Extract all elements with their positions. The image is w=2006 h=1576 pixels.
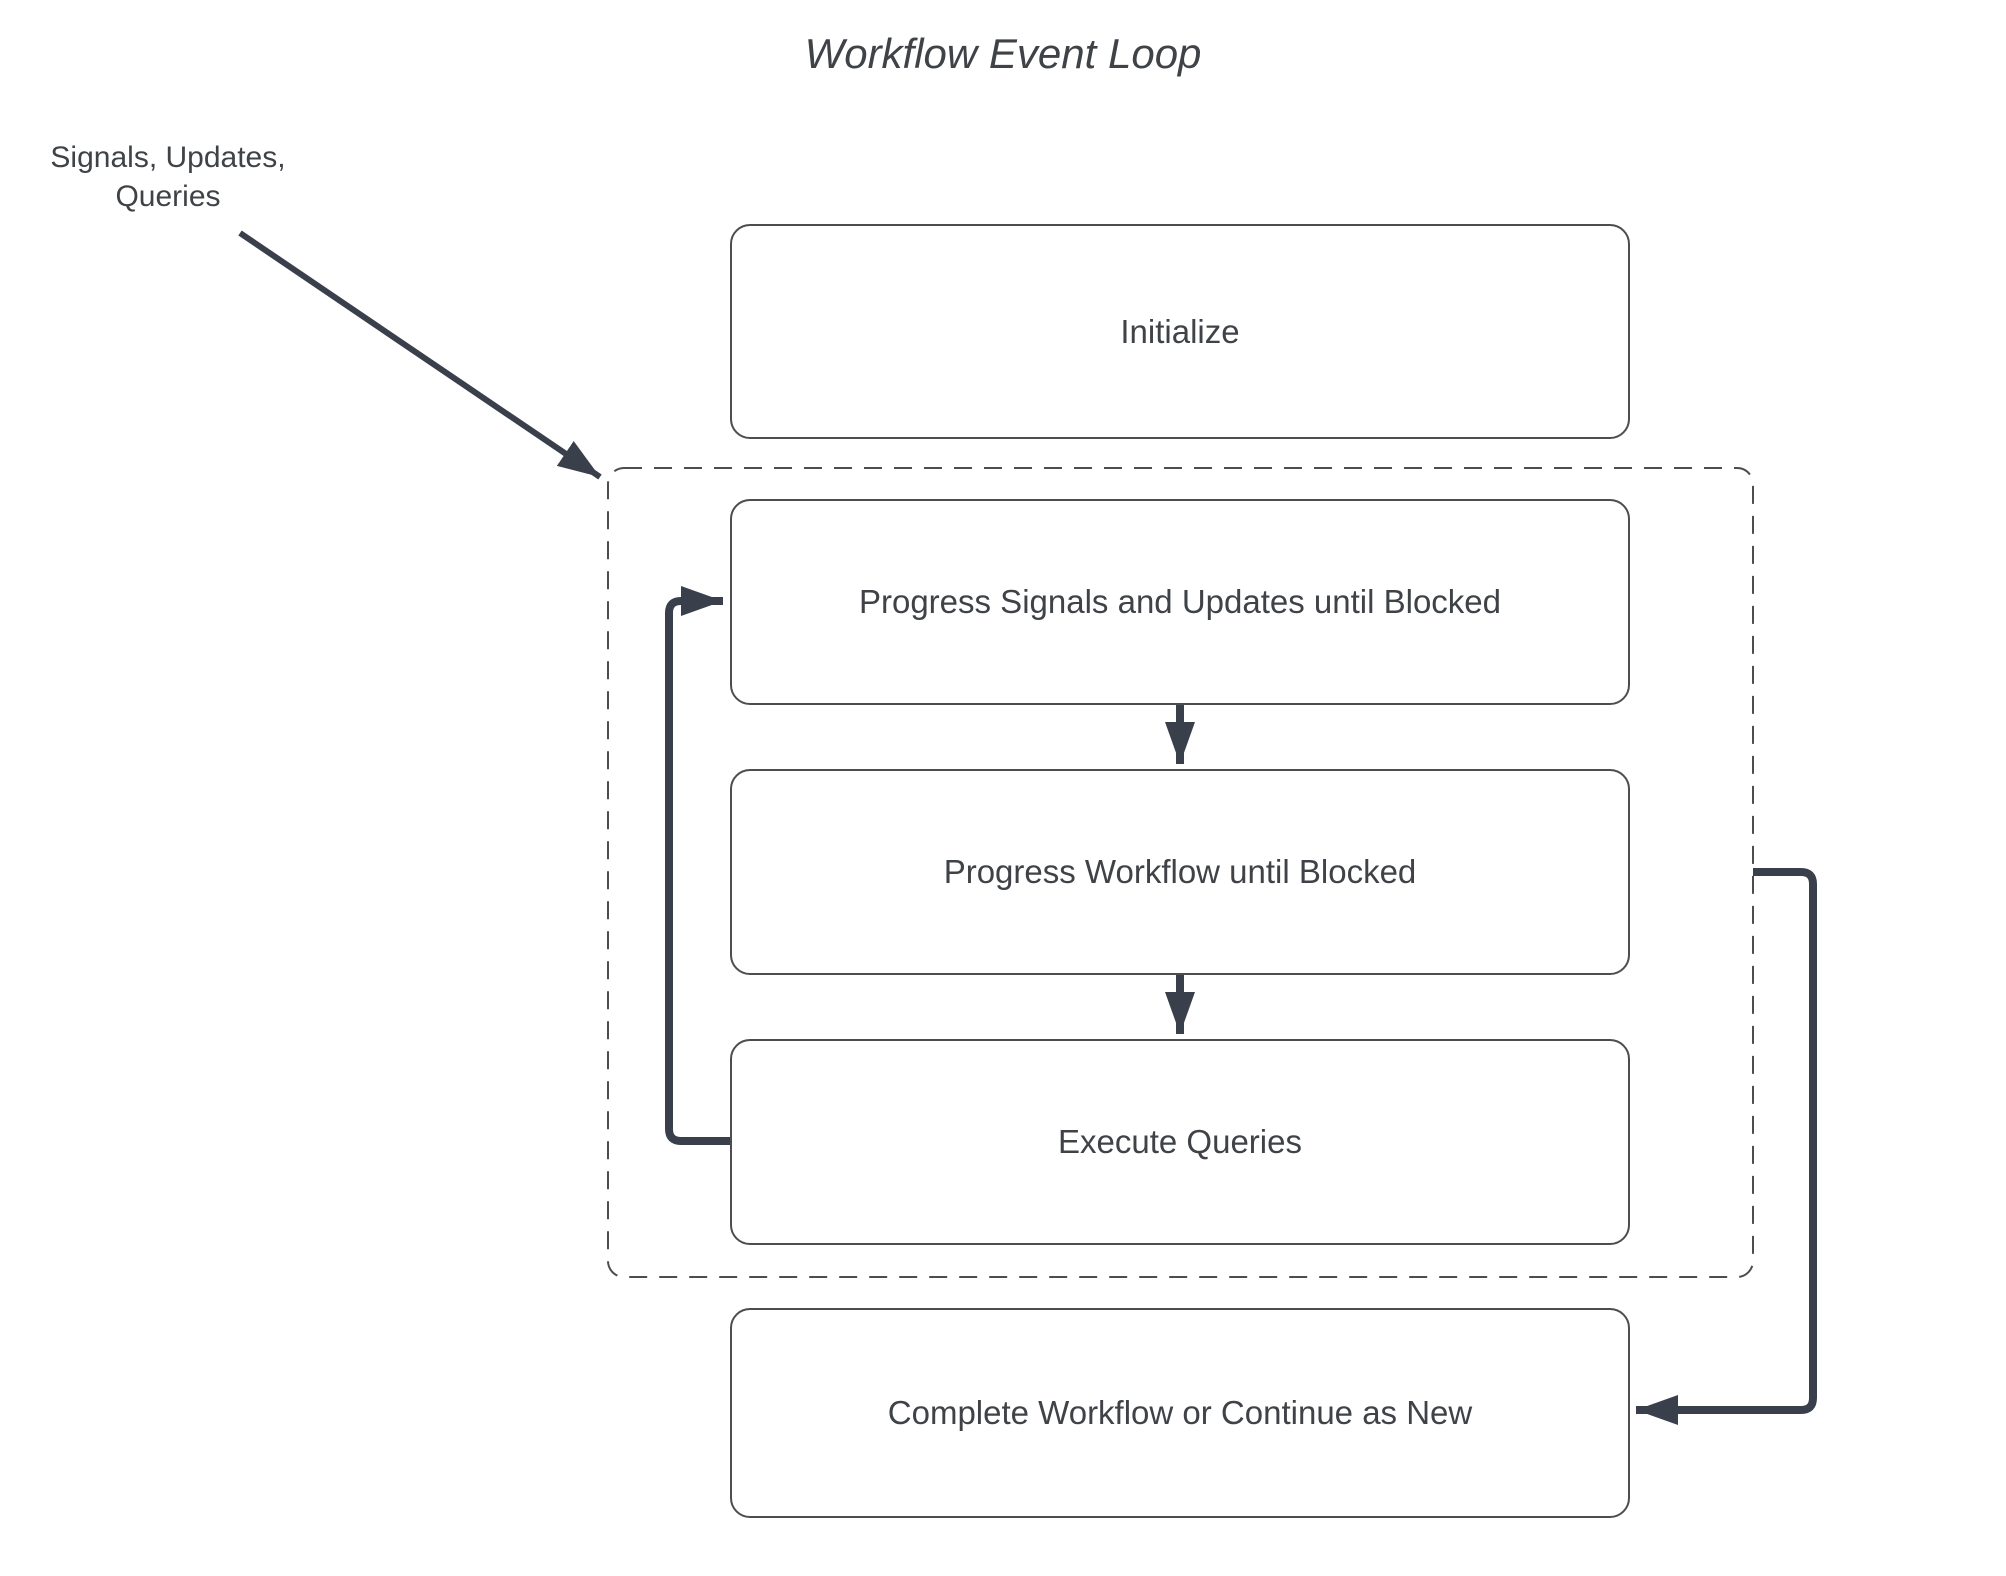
signals-updates-queries-annotation: Signals, Updates, Queries xyxy=(50,141,286,213)
node-progress-signals-and-updates: Progress Signals and Updates until Block… xyxy=(730,499,1630,705)
arrow-group-to-complete xyxy=(1636,868,1817,1425)
node-complete-workflow: Complete Workflow or Continue as New xyxy=(730,1308,1630,1518)
arrow-execute-queries-loop-to-progress-signals xyxy=(665,586,730,1145)
arrow-annotation-to-group xyxy=(238,230,602,480)
diagram-title: Workflow Event Loop xyxy=(804,30,1202,77)
node-initialize: Initialize xyxy=(730,224,1630,439)
node-execute-queries: Execute Queries xyxy=(730,1039,1630,1245)
node-progress-workflow: Progress Workflow until Blocked xyxy=(730,769,1630,975)
